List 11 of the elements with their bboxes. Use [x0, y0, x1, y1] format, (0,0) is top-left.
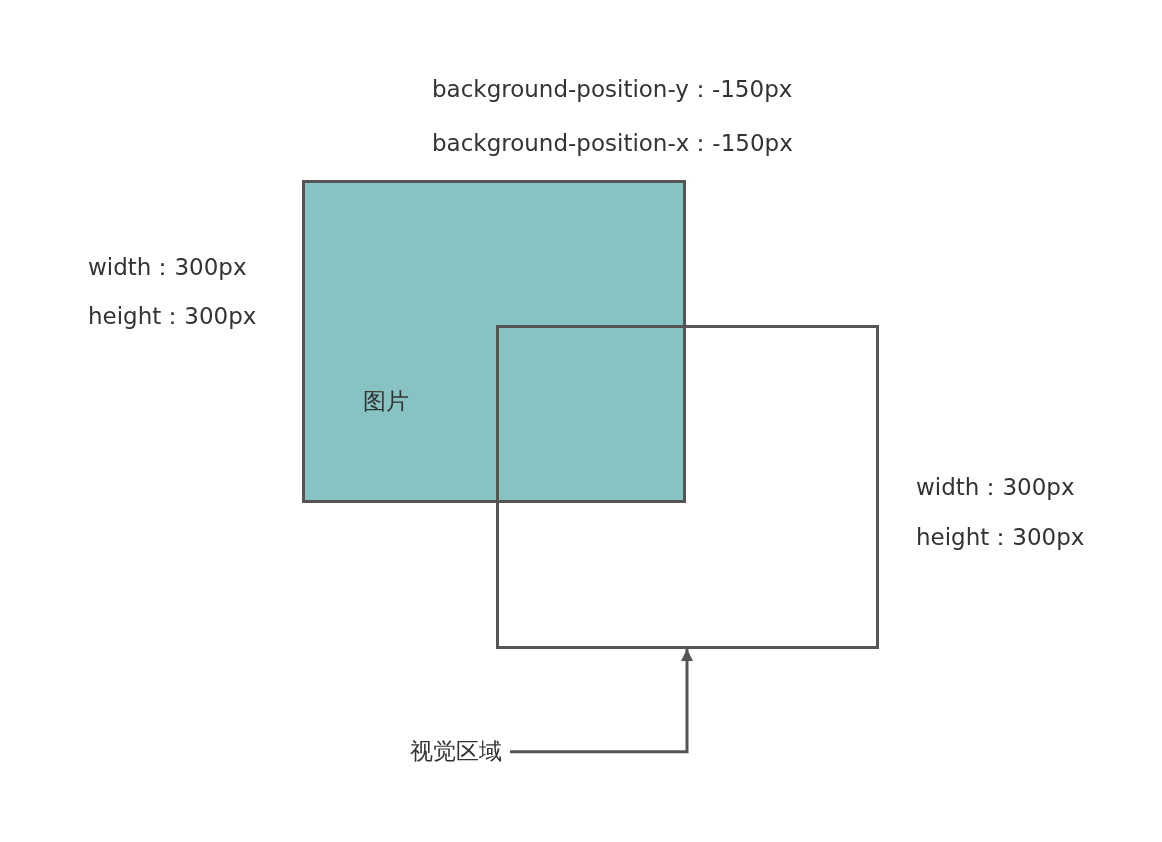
image-box	[302, 180, 686, 503]
css-property-label: background-position-y：-150px	[432, 76, 793, 104]
leader-arrow	[510, 649, 693, 754]
box-label: 图片	[363, 388, 409, 416]
css-property-label: width：300px	[916, 474, 1075, 502]
css-property-label: height：300px	[88, 303, 257, 331]
callout-text: 视觉区域	[410, 738, 502, 766]
viewport-box	[496, 325, 879, 649]
css-property-label: width：300px	[88, 254, 247, 282]
css-property-label: height：300px	[916, 524, 1085, 552]
css-property-label: background-position-x：-150px	[432, 130, 793, 158]
